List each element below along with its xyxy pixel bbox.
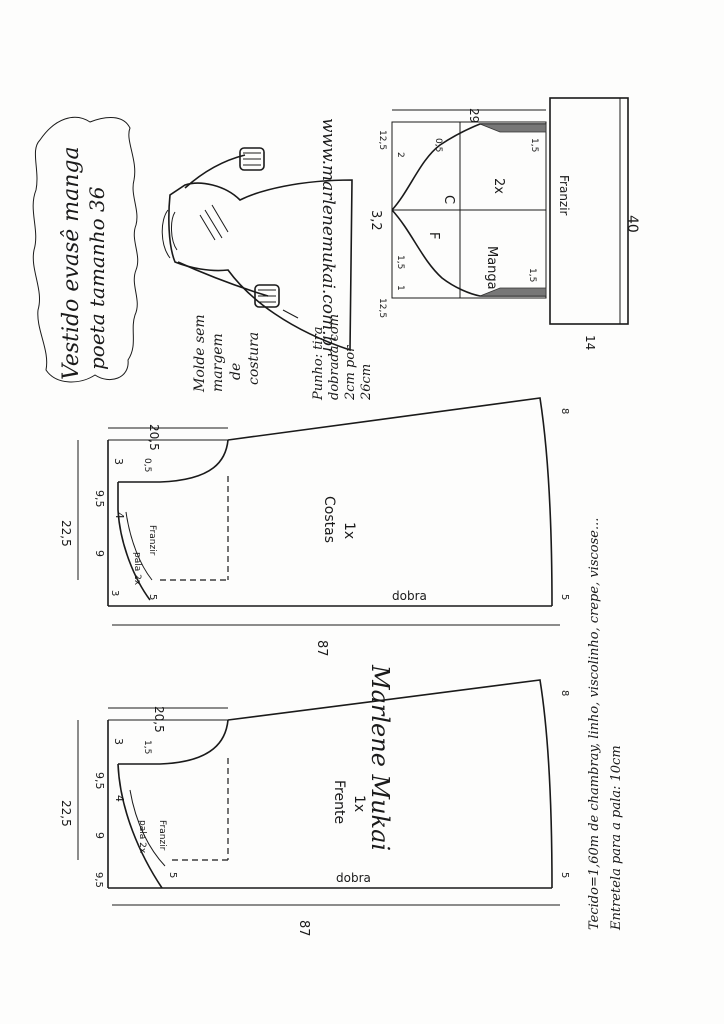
svg-text:12,5: 12,5 — [377, 298, 387, 318]
svg-text:pala 2x: pala 2x — [132, 552, 142, 586]
front-piece: Frente 1x dobra 87 20,5 22,5 3 1,5 9,5 4… — [59, 679, 570, 937]
back-name: Costas — [321, 496, 337, 543]
svg-text:22,5: 22,5 — [59, 800, 73, 827]
back-piece: Costas 1x dobra 87 20,5 22,5 3 0,5 9,5 4… — [59, 397, 570, 657]
svg-text:3: 3 — [109, 590, 120, 596]
fabric-notes: Tecido=1,60m de chambray, linho, viscoli… — [587, 518, 624, 931]
front-length: 87 — [296, 920, 311, 937]
svg-text:3: 3 — [112, 458, 125, 465]
svg-text:Franzir: Franzir — [157, 820, 167, 851]
svg-text:pala 2x: pala 2x — [137, 820, 147, 854]
svg-text:Franzir: Franzir — [147, 525, 157, 556]
sleeve-width-top: 29 — [467, 108, 481, 123]
svg-text:1,5: 1,5 — [527, 268, 537, 282]
cuff-length: 40 — [624, 215, 640, 233]
svg-text:dobrada com: dobrada com — [327, 314, 342, 400]
svg-text:12,5: 12,5 — [377, 130, 387, 150]
svg-text:5: 5 — [147, 594, 158, 600]
cuff-note: Punho: tira dobrada com 2cm por 26cm — [311, 314, 374, 401]
cuff-width: 14 — [583, 335, 597, 350]
svg-text:22,5: 22,5 — [59, 520, 73, 547]
svg-text:4: 4 — [113, 795, 126, 802]
fabric-line2: Entretela para a pala: 10cm — [609, 745, 624, 931]
svg-text:costura: costura — [246, 332, 262, 385]
sleeve-label-f: F — [426, 232, 441, 239]
signature: Marlene Mukai — [366, 664, 394, 851]
svg-text:9: 9 — [93, 832, 106, 839]
svg-text:Molde sem: Molde sem — [192, 314, 208, 393]
svg-text:4: 4 — [113, 512, 126, 519]
svg-text:20,5: 20,5 — [147, 424, 161, 451]
svg-text:0,5: 0,5 — [433, 138, 443, 152]
front-name: Frente — [331, 780, 347, 824]
sleeve-piece: 29 3,2 C F 2x Manga 0,5 2 1,5 1 12,5 12,… — [368, 108, 547, 318]
svg-text:3: 3 — [112, 738, 125, 745]
cuff-franzir: Franzir — [557, 175, 571, 216]
back-length: 87 — [314, 640, 329, 657]
svg-text:2cm por: 2cm por — [343, 345, 358, 401]
sleeve-name: Manga — [484, 246, 499, 290]
sleeve-label-c: C — [441, 195, 456, 204]
svg-text:5: 5 — [559, 872, 570, 878]
svg-text:1,5: 1,5 — [142, 740, 152, 754]
website-url: www.marlenemukai.com.br — [318, 118, 338, 355]
title-cloud: Vestido evasê manga poeta tamanho 36 — [32, 116, 139, 383]
svg-text:8: 8 — [559, 690, 570, 696]
fabric-line1: Tecido=1,60m de chambray, linho, viscoli… — [587, 518, 602, 930]
front-fold: dobra — [336, 871, 371, 885]
svg-text:1,5: 1,5 — [395, 255, 405, 269]
title-line2: poeta tamanho 36 — [85, 186, 109, 370]
svg-text:1,5: 1,5 — [529, 138, 539, 152]
svg-text:0,5: 0,5 — [142, 458, 152, 472]
back-count: 1x — [341, 522, 357, 539]
title-line1: Vestido evasê manga — [59, 146, 84, 380]
svg-text:Punho: tira: Punho: tira — [311, 326, 326, 401]
svg-text:de: de — [228, 363, 244, 380]
svg-text:9: 9 — [93, 550, 106, 557]
svg-text:20,5: 20,5 — [152, 706, 166, 733]
svg-text:8: 8 — [559, 408, 570, 414]
svg-text:9,5: 9,5 — [93, 872, 104, 888]
svg-text:9,5: 9,5 — [93, 490, 106, 508]
sleeve-count: 2x — [491, 178, 506, 194]
svg-text:5: 5 — [167, 872, 178, 878]
svg-text:9,5: 9,5 — [93, 772, 106, 790]
seam-allowance-note: Molde sem margem de costura — [192, 314, 262, 393]
back-fold: dobra — [392, 589, 427, 603]
svg-text:2: 2 — [395, 152, 405, 158]
sleeve-cap-height: 3,2 — [368, 210, 383, 231]
front-count: 1x — [351, 795, 367, 812]
svg-text:5: 5 — [559, 594, 570, 600]
svg-text:margem: margem — [210, 333, 226, 392]
svg-text:1: 1 — [395, 285, 405, 291]
svg-text:26cm: 26cm — [359, 364, 374, 401]
dress-sketch — [161, 147, 353, 352]
cuff-piece: Franzir 40 14 — [549, 97, 640, 350]
